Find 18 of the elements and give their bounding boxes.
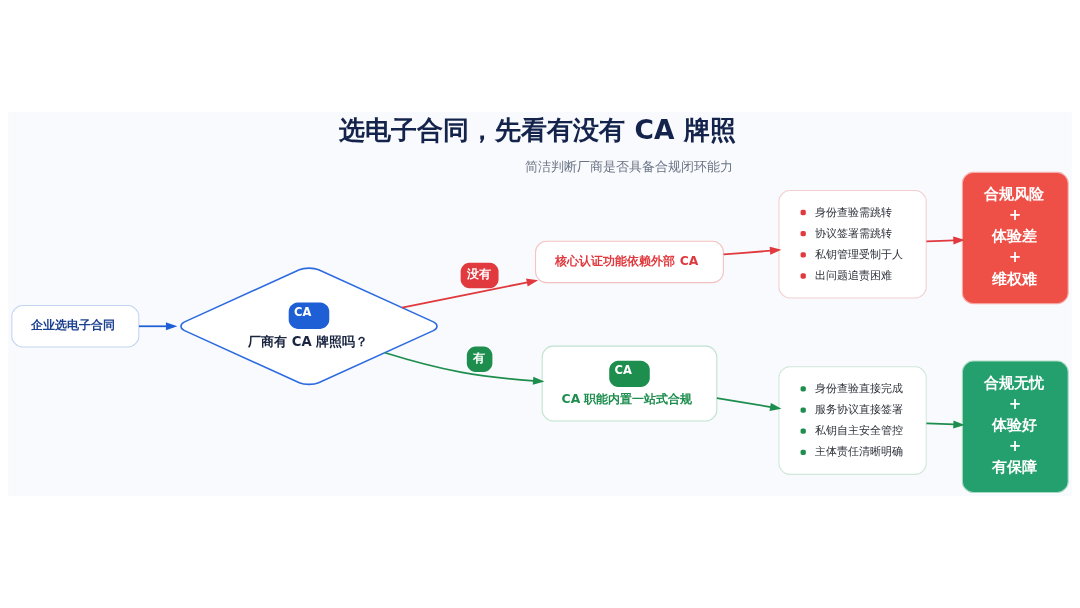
node-box: 企业选电子合同 [11, 305, 140, 348]
diagram-title: 选电子合同，先看有没有 CA 牌照 [339, 114, 736, 146]
arrow [722, 246, 782, 256]
edge-label: 有 [473, 351, 486, 366]
node-box: 合规风险 + 体验差 + 维权难 [961, 171, 1069, 305]
arrow [384, 351, 545, 385]
node-box: 身份查验需跳转 协议签署需跳转 私钥管理受制于人 出问题追责困难 [778, 189, 927, 299]
arrow [925, 420, 965, 429]
arrow [716, 397, 782, 411]
node-box: 身份查验直接完成 服务协议直接签署 私钥自主安全管控 主体责任清晰明确 [778, 366, 927, 475]
label: 简洁判断厂商是否具备合规闭环能力 [525, 158, 734, 174]
arrow [401, 278, 539, 309]
edge-label: 没有 [467, 267, 492, 282]
node-box: 合规无忧 + 体验好 + 有保障 [961, 360, 1069, 493]
arrow [138, 322, 178, 331]
node-box: 核心认证功能依赖外部 CA [535, 240, 724, 284]
arrow [925, 236, 965, 245]
node-box: CA CA 职能内置一站式合规 [541, 345, 718, 422]
